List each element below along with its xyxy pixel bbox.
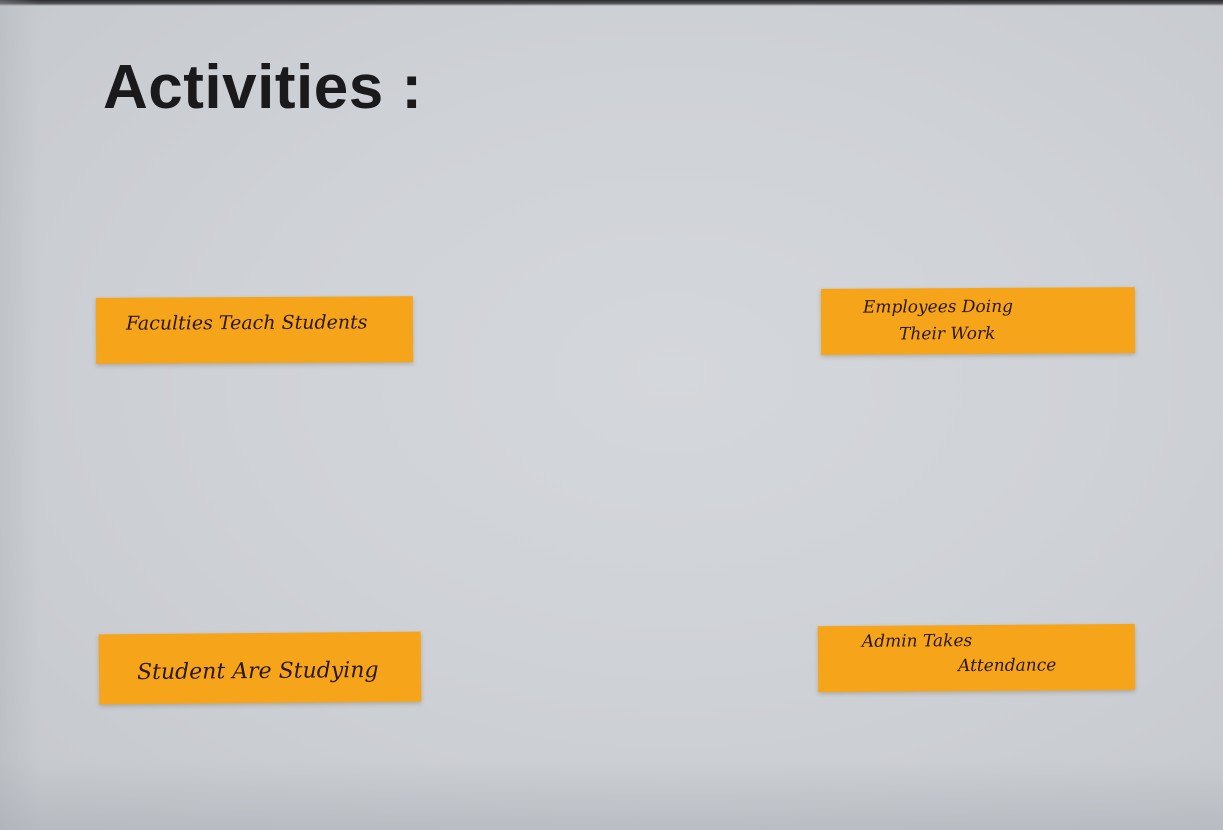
- note-text-line-2: Their Work: [899, 323, 996, 345]
- note-text: Faculties Teach Students: [125, 311, 368, 335]
- sticky-note-employees: Employees Doing Their Work: [820, 287, 1136, 355]
- sticky-note-admin: Admin Takes Attendance: [817, 623, 1136, 693]
- slide-title: Activities :: [103, 53, 423, 122]
- note-text-line-1: Admin Takes: [861, 630, 973, 652]
- sticky-note-faculties: Faculties Teach Students: [95, 296, 414, 364]
- projection-shading-bottom: [0, 760, 1223, 830]
- projection-shading-left: [0, 0, 40, 830]
- note-text-line-2: Attendance: [957, 655, 1057, 677]
- note-text-line-1: Employees Doing: [862, 296, 1014, 318]
- note-text: Student Are Studying: [136, 658, 379, 686]
- screen-top-edge: [0, 0, 1223, 6]
- sticky-note-student: Student Are Studying: [98, 631, 422, 705]
